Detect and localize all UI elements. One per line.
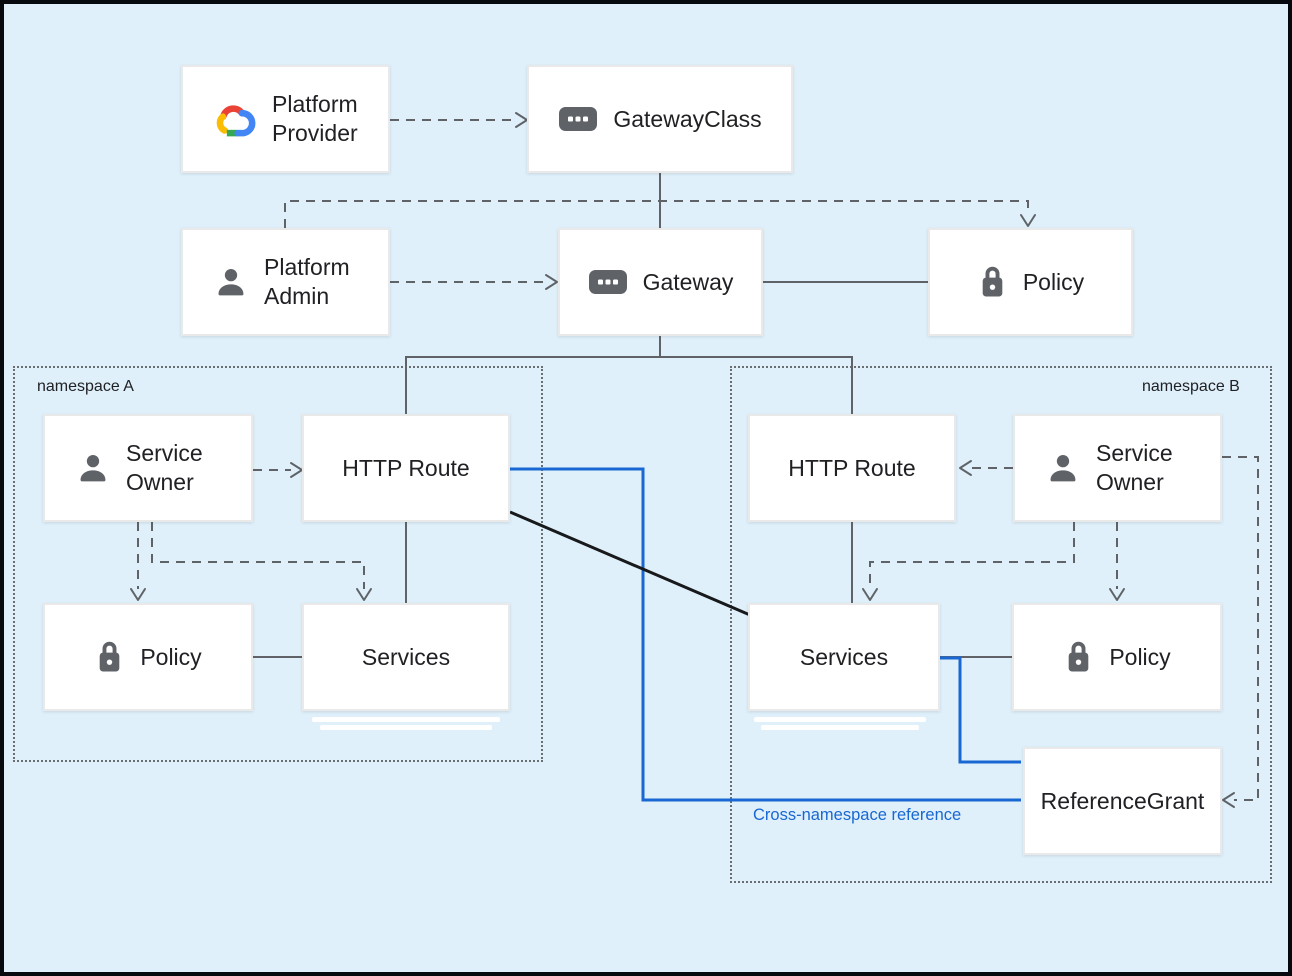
node-label: HTTP Route bbox=[788, 454, 916, 481]
node-services-b: Services bbox=[748, 603, 940, 711]
node-label: Services bbox=[799, 643, 889, 670]
node-label: GatewayClass bbox=[613, 105, 762, 132]
arrowhead bbox=[1020, 214, 1036, 227]
node-gatewayclass: GatewayClass bbox=[527, 65, 793, 173]
google-cloud-icon bbox=[213, 101, 257, 138]
node-gateway: Gateway bbox=[558, 228, 763, 336]
resource-icon bbox=[558, 106, 598, 132]
namespace-b-label: namespace B bbox=[1142, 378, 1240, 395]
node-services-a: Services bbox=[302, 603, 510, 711]
namespace-a-label: namespace A bbox=[37, 378, 134, 395]
services-a-stack-line bbox=[320, 725, 492, 730]
node-policy-b: Policy bbox=[1012, 603, 1222, 711]
services-b-stack-line bbox=[754, 717, 926, 722]
person-icon bbox=[1045, 450, 1081, 486]
node-platform-provider: Platform Provider bbox=[181, 65, 390, 173]
services-b-stack-line bbox=[761, 725, 919, 730]
person-icon bbox=[213, 264, 249, 300]
node-http-route-b: HTTP Route bbox=[748, 414, 956, 522]
node-label: Policy bbox=[140, 643, 202, 670]
node-label: ReferenceGrant bbox=[1040, 787, 1205, 814]
arrowhead bbox=[515, 112, 528, 128]
lock-icon bbox=[1063, 640, 1094, 674]
node-label: Gateway bbox=[642, 268, 734, 295]
lock-icon bbox=[977, 265, 1008, 299]
node-label: HTTP Route bbox=[342, 454, 470, 481]
connector-httproute-a-services-b bbox=[509, 510, 751, 617]
node-label: Platform Admin bbox=[264, 254, 350, 309]
node-service-owner-a: Service Owner bbox=[43, 414, 253, 522]
node-http-route-a: HTTP Route bbox=[302, 414, 510, 522]
node-service-owner-b: Service Owner bbox=[1013, 414, 1222, 522]
arrowhead bbox=[545, 274, 558, 290]
node-policy-top: Policy bbox=[928, 228, 1133, 336]
node-platform-admin: Platform Admin bbox=[181, 228, 390, 336]
resource-icon bbox=[588, 269, 628, 295]
node-label: Platform Provider bbox=[272, 91, 358, 146]
connector-admin-policy bbox=[284, 200, 1029, 228]
node-label: Policy bbox=[1022, 268, 1085, 295]
cross-namespace-reference-label: Cross-namespace reference bbox=[753, 806, 962, 824]
services-a-stack-line bbox=[312, 717, 500, 722]
node-label: Services bbox=[361, 643, 451, 670]
node-label: Service Owner bbox=[126, 440, 203, 495]
node-reference-grant: ReferenceGrant bbox=[1023, 747, 1222, 855]
lock-icon bbox=[94, 640, 125, 674]
node-policy-a: Policy bbox=[43, 603, 253, 711]
node-label: Service Owner bbox=[1096, 440, 1173, 495]
node-label: Policy bbox=[1109, 643, 1171, 670]
person-icon bbox=[75, 450, 111, 486]
